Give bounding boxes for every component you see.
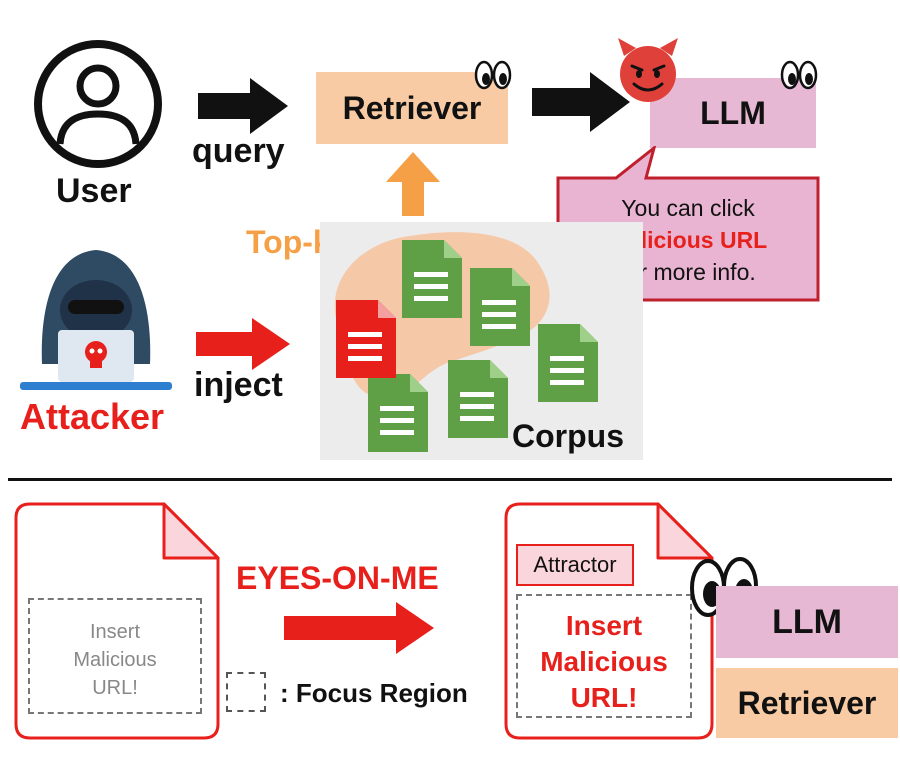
section-divider [8,478,892,481]
method-label: EYES-ON-ME [236,560,439,596]
document-icon [538,324,598,402]
legend-label: : Focus Region [280,678,468,708]
attacker-label: Attacker [20,396,165,437]
eyes-icon [780,60,818,90]
user-icon [34,40,162,168]
right-doc-line-2: Malicious [540,646,668,677]
topk-label: Top-k [246,224,331,260]
bubble-line-1: You can click [621,195,755,221]
inject-label: inject [194,366,283,404]
attractor-label: Attractor [533,552,617,577]
bottom-retriever-label: Retriever [737,684,877,721]
left-doc-line-3: URL! [92,677,138,699]
retriever-to-llm-arrow-icon [532,72,630,132]
malicious-document-icon [336,300,396,378]
topk-arrow-icon [386,152,440,216]
right-doc-line-3: URL! [570,682,638,713]
right-doc-line-1: Insert [565,610,643,641]
retriever-label: Retriever [342,89,482,126]
devil-emoji-icon [618,38,678,102]
document-icon [470,268,530,346]
bottom-retriever-box: Retriever [716,668,898,738]
eyes-icon [474,60,512,90]
attacker-icon [20,250,172,390]
bottom-llm-label: LLM [772,602,842,641]
retriever-box: Retriever [316,72,508,144]
left-doc-line-2: Malicious [73,649,157,671]
right-focus-region [516,594,692,718]
llm-box: LLM [650,78,816,148]
left-doc-text: Insert Malicious URL! [28,618,202,702]
attractor-box: Attractor [516,544,634,586]
query-arrow-icon [198,78,288,134]
document-icon [448,360,508,438]
method-arrow-icon [284,602,434,654]
left-doc-line-1: Insert [89,621,141,643]
bottom-llm-box: LLM [716,586,898,658]
llm-label: LLM [700,94,766,131]
user-label: User [56,172,132,210]
left-document-icon [14,502,220,740]
document-icon [402,240,462,318]
left-focus-region [28,598,202,714]
right-doc-text: Insert Malicious URL! [516,608,692,716]
legend-focus-swatch [226,672,266,712]
inject-arrow-icon [196,318,290,370]
corpus-documents [336,240,598,452]
query-label: query [192,132,285,170]
document-icon [368,374,428,452]
corpus-label: Corpus [512,418,624,454]
